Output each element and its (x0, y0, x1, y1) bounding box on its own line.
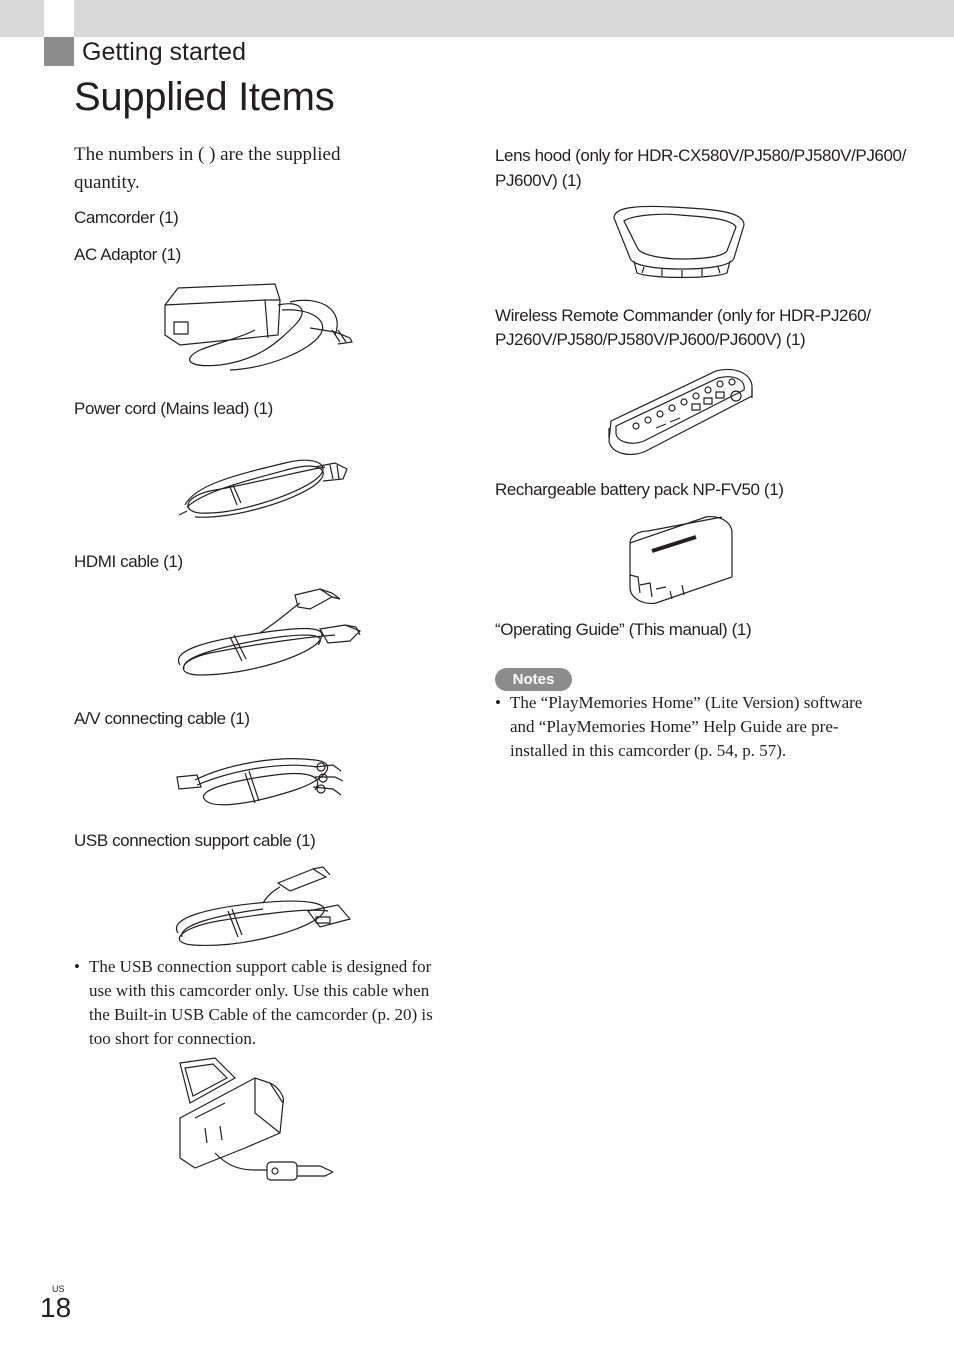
lens-hood-image (612, 203, 747, 283)
usb-note: • The USB connection support cable is de… (74, 955, 439, 1051)
intro-text: The numbers in ( ) are the supplied quan… (74, 144, 341, 193)
usb-cable-image (168, 863, 353, 948)
header-notch (44, 0, 74, 37)
item-power-cord: Power cord (Mains lead) (1) (74, 399, 273, 418)
item-lens-hood-line2: PJ600V) (1) (495, 171, 582, 190)
item-lens-hood-line1: Lens hood (only for HDR-CX580V/PJ580/PJ5… (495, 146, 906, 165)
item-remote-line1: Wireless Remote Commander (only for HDR-… (495, 306, 871, 325)
av-cable-image (175, 745, 345, 815)
bullet-symbol: • (495, 693, 501, 712)
item-av-cable: A/V connecting cable (1) (74, 709, 250, 728)
bullet-symbol: • (74, 957, 80, 976)
item-battery: Rechargeable battery pack NP-FV50 (1) (495, 480, 784, 499)
page-title: Supplied Items (74, 75, 335, 119)
hdmi-cable-image (170, 585, 360, 680)
notes-content: • The “PlayMemories Home” (Lite Version)… (495, 691, 870, 763)
item-remote-line2: PJ260V/PJ580/PJ580V/PJ600/PJ600V) (1) (495, 330, 806, 349)
remote-image (606, 366, 756, 461)
camcorder-connection-image (175, 1058, 335, 1188)
notes-badge: Notes (495, 668, 572, 691)
item-ac-adaptor: AC Adaptor (1) (74, 245, 181, 264)
section-title: Getting started (82, 38, 246, 66)
item-hdmi-cable: HDMI cable (1) (74, 552, 183, 571)
usb-note-text: The USB connection support cable is desi… (89, 957, 433, 1048)
note-text: The “PlayMemories Home” (Lite Version) s… (510, 693, 863, 760)
item-operating-guide: “Operating Guide” (This manual) (1) (495, 620, 752, 639)
battery-image (626, 515, 736, 603)
item-usb-cable: USB connection support cable (1) (74, 831, 316, 850)
ac-adaptor-image (160, 280, 360, 375)
page-number: 18 (40, 1292, 72, 1323)
power-cord-image (175, 445, 355, 525)
item-camcorder: Camcorder (1) (74, 208, 179, 227)
page-region: US (52, 1284, 65, 1294)
section-marker (44, 37, 74, 66)
header-bar (0, 0, 954, 37)
